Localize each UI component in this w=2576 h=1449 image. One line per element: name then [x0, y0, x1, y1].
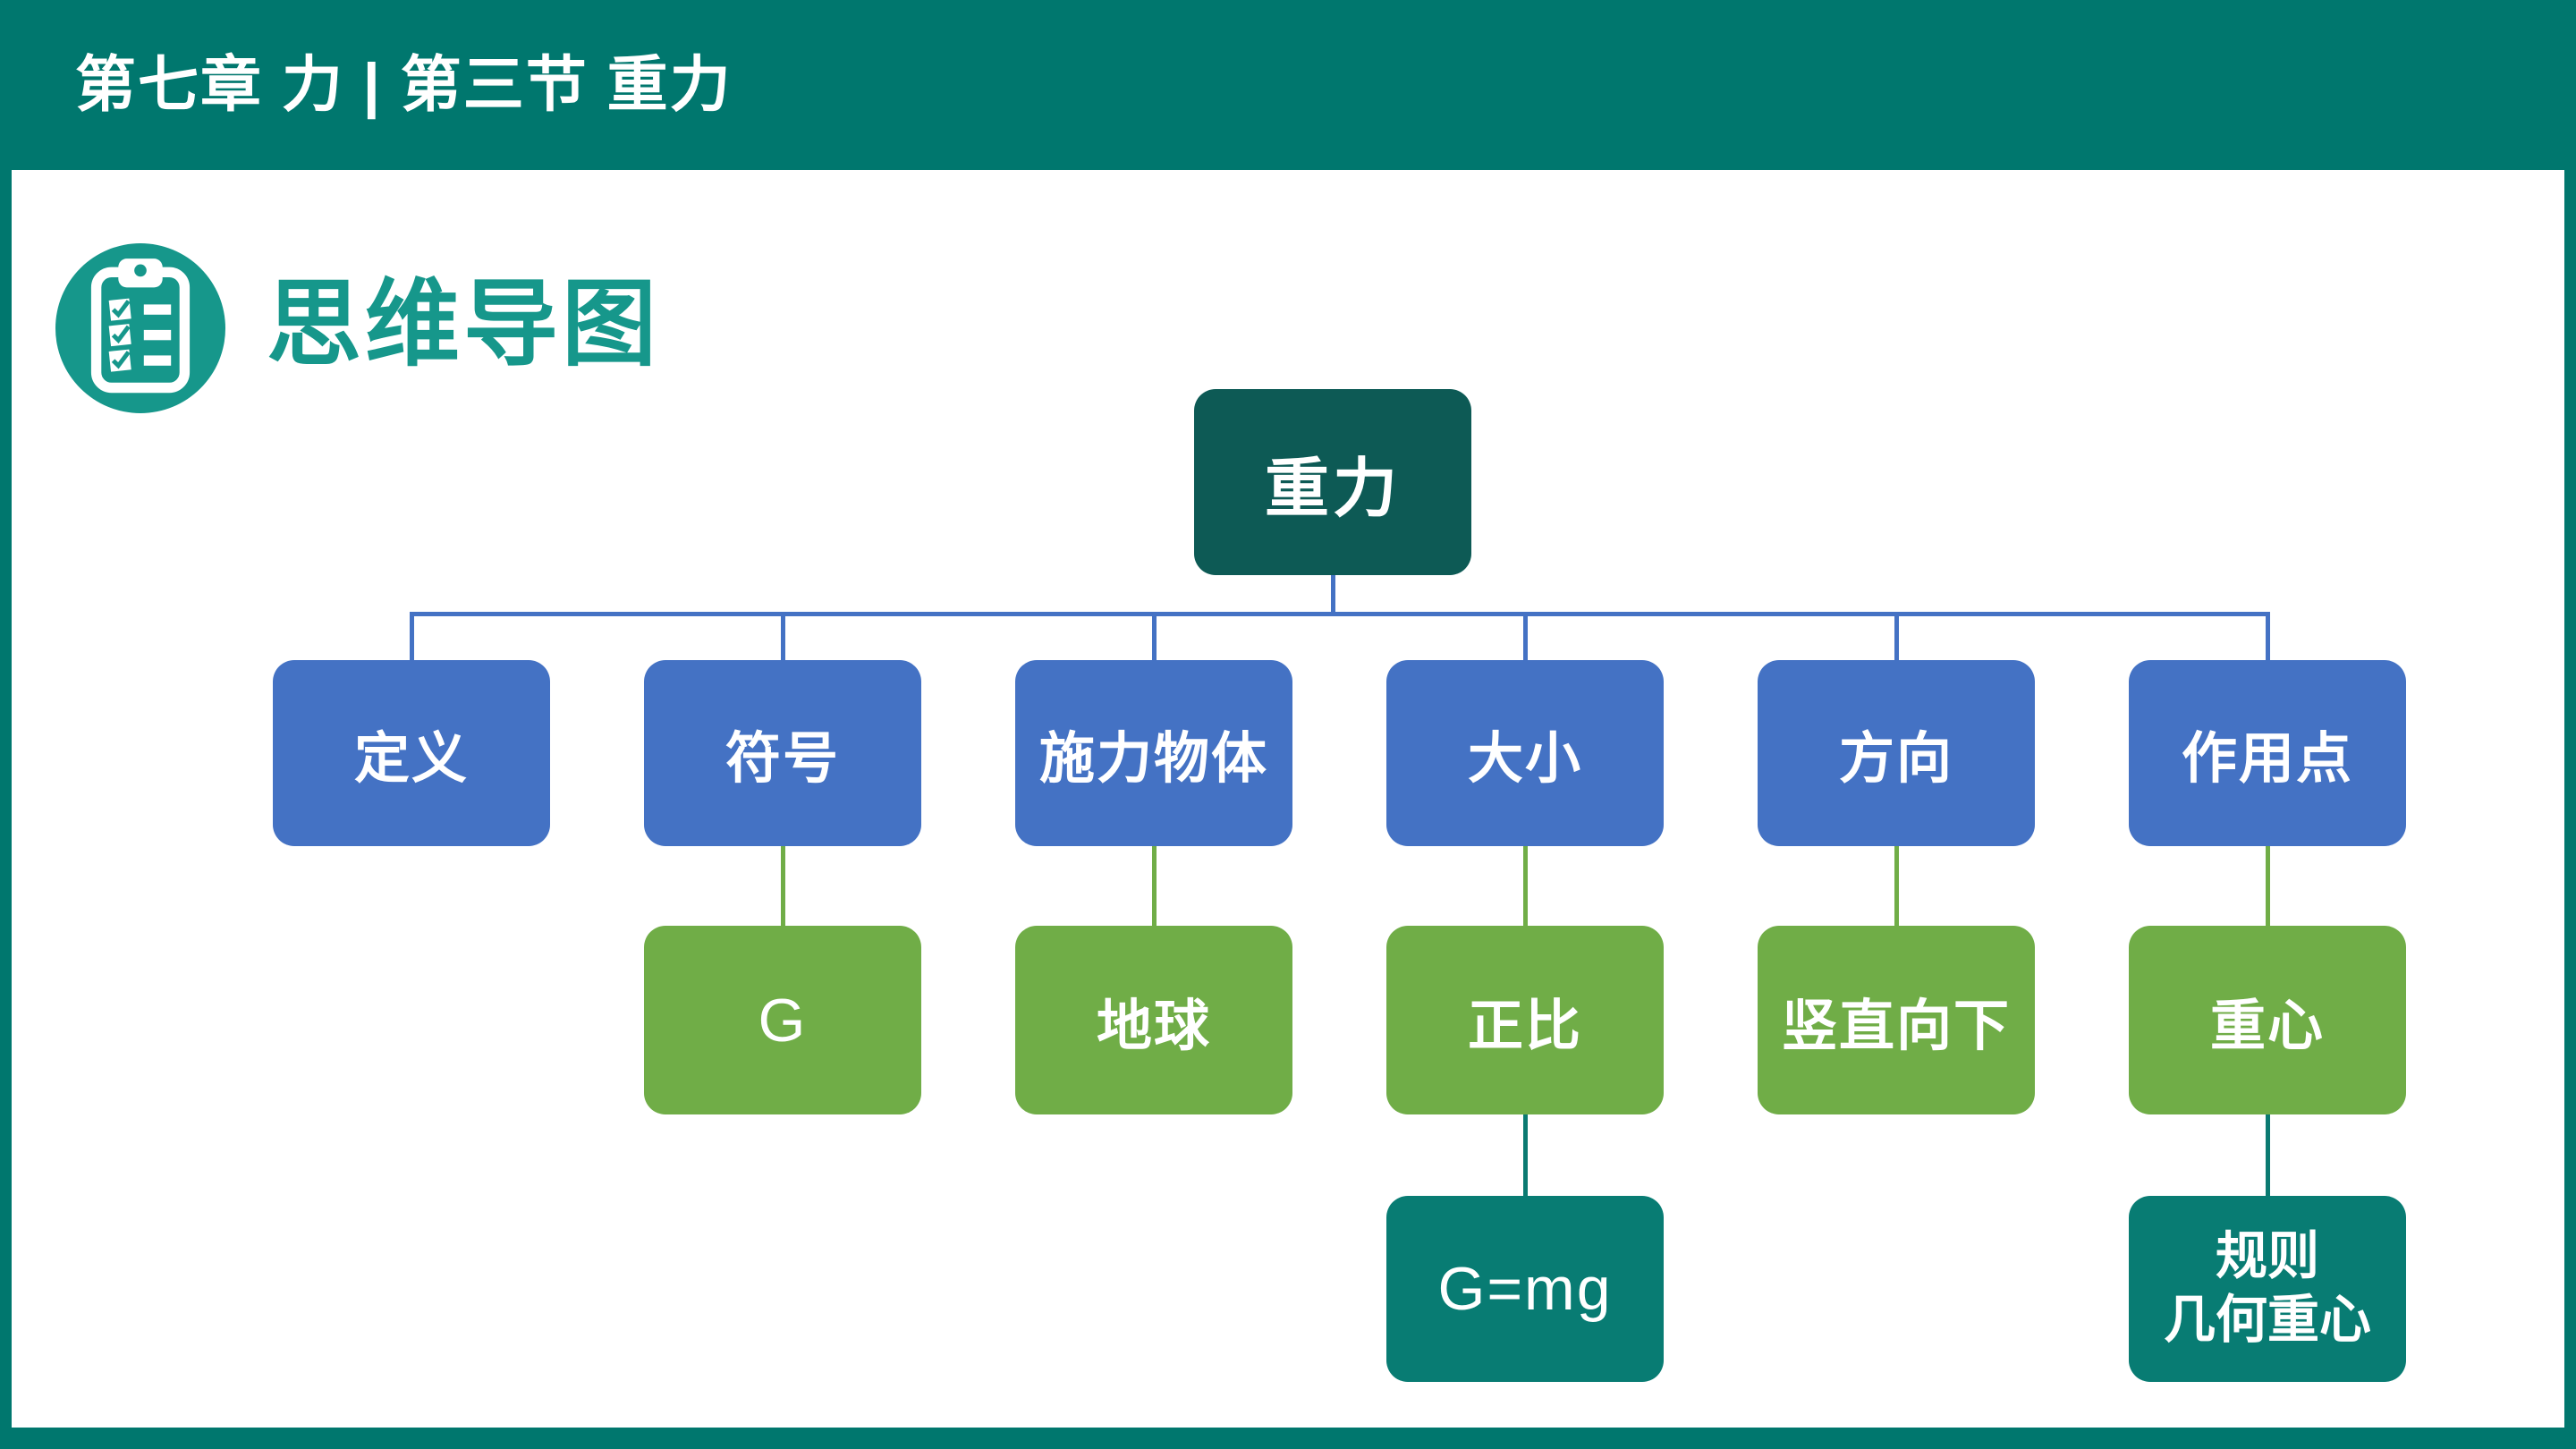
branch-node-symbol: 符号	[644, 660, 921, 846]
connector-branch-action-point	[2266, 614, 2270, 661]
leaf-node-proportional: 正比	[1386, 926, 1664, 1114]
bottom-border	[0, 1428, 2576, 1449]
branch-node-definition: 定义	[273, 660, 550, 846]
connector-leaf-earth	[1152, 846, 1157, 927]
detail-node-formula: G=mg	[1386, 1196, 1664, 1382]
leaf-node-g: G	[644, 926, 921, 1114]
connector-root	[1331, 573, 1335, 614]
branch-node-action-point: 作用点	[2129, 660, 2406, 846]
connector-horizontal	[410, 612, 2270, 616]
connector-branch-exerting-object	[1152, 614, 1157, 661]
leaf-node-center-of-gravity: 重心	[2129, 926, 2406, 1114]
connector-leaf-center-of-gravity	[2266, 846, 2270, 927]
connector-leaf-vertically-down	[1894, 846, 1899, 927]
connector-detail-geometric-center	[2266, 1114, 2270, 1197]
connector-branch-definition	[410, 614, 414, 661]
branch-node-exerting-object: 施力物体	[1015, 660, 1292, 846]
clipboard-icon-svg	[90, 258, 191, 394]
left-border	[0, 170, 12, 1449]
detail-node-line1: 规则	[2215, 1227, 2319, 1286]
connector-leaf-proportional	[1523, 846, 1528, 927]
header-title: 第七章 力 | 第三节 重力	[75, 51, 733, 119]
leaf-node-earth: 地球	[1015, 926, 1292, 1114]
right-border	[2564, 170, 2576, 1449]
leaf-node-vertically-down: 竖直向下	[1758, 926, 2035, 1114]
connector-branch-direction	[1894, 614, 1899, 661]
connector-branch-magnitude	[1523, 614, 1528, 661]
detail-node-geometric-center: 规则 几何重心	[2129, 1196, 2406, 1382]
header-bar: 第七章 力 | 第三节 重力	[0, 0, 2576, 170]
root-node-gravity: 重力	[1194, 389, 1471, 575]
branch-node-magnitude: 大小	[1386, 660, 1664, 846]
connector-branch-symbol	[781, 614, 785, 661]
connector-detail-formula	[1523, 1114, 1528, 1197]
section-title: 思维导图	[267, 272, 660, 377]
clipboard-checklist-icon	[55, 243, 225, 413]
detail-node-line2: 几何重心	[2163, 1291, 2371, 1349]
branch-node-direction: 方向	[1758, 660, 2035, 846]
connector-leaf-g	[781, 846, 785, 927]
